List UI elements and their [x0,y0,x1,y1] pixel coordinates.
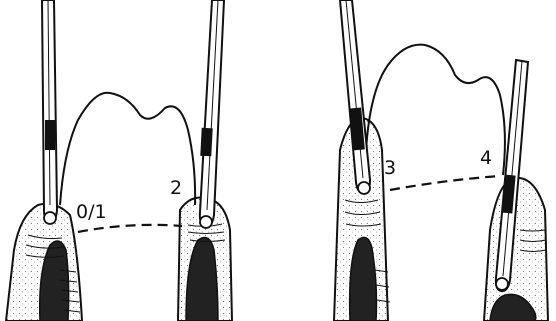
label-4: 4 [480,147,492,169]
probe-band [45,120,55,150]
right-root-left [350,237,377,321]
left-attachment-line [78,225,182,232]
probe-band [200,128,212,157]
right-panel: 3 4 [334,0,548,321]
label-3: 3 [384,157,396,179]
label-2: 2 [170,177,182,199]
right-attachment-line [390,176,500,190]
probe-left-1 [42,0,57,224]
probe-left-2 [200,0,224,228]
label-0-1: 0/1 [76,201,107,223]
left-panel: 0/1 2 [6,0,232,321]
